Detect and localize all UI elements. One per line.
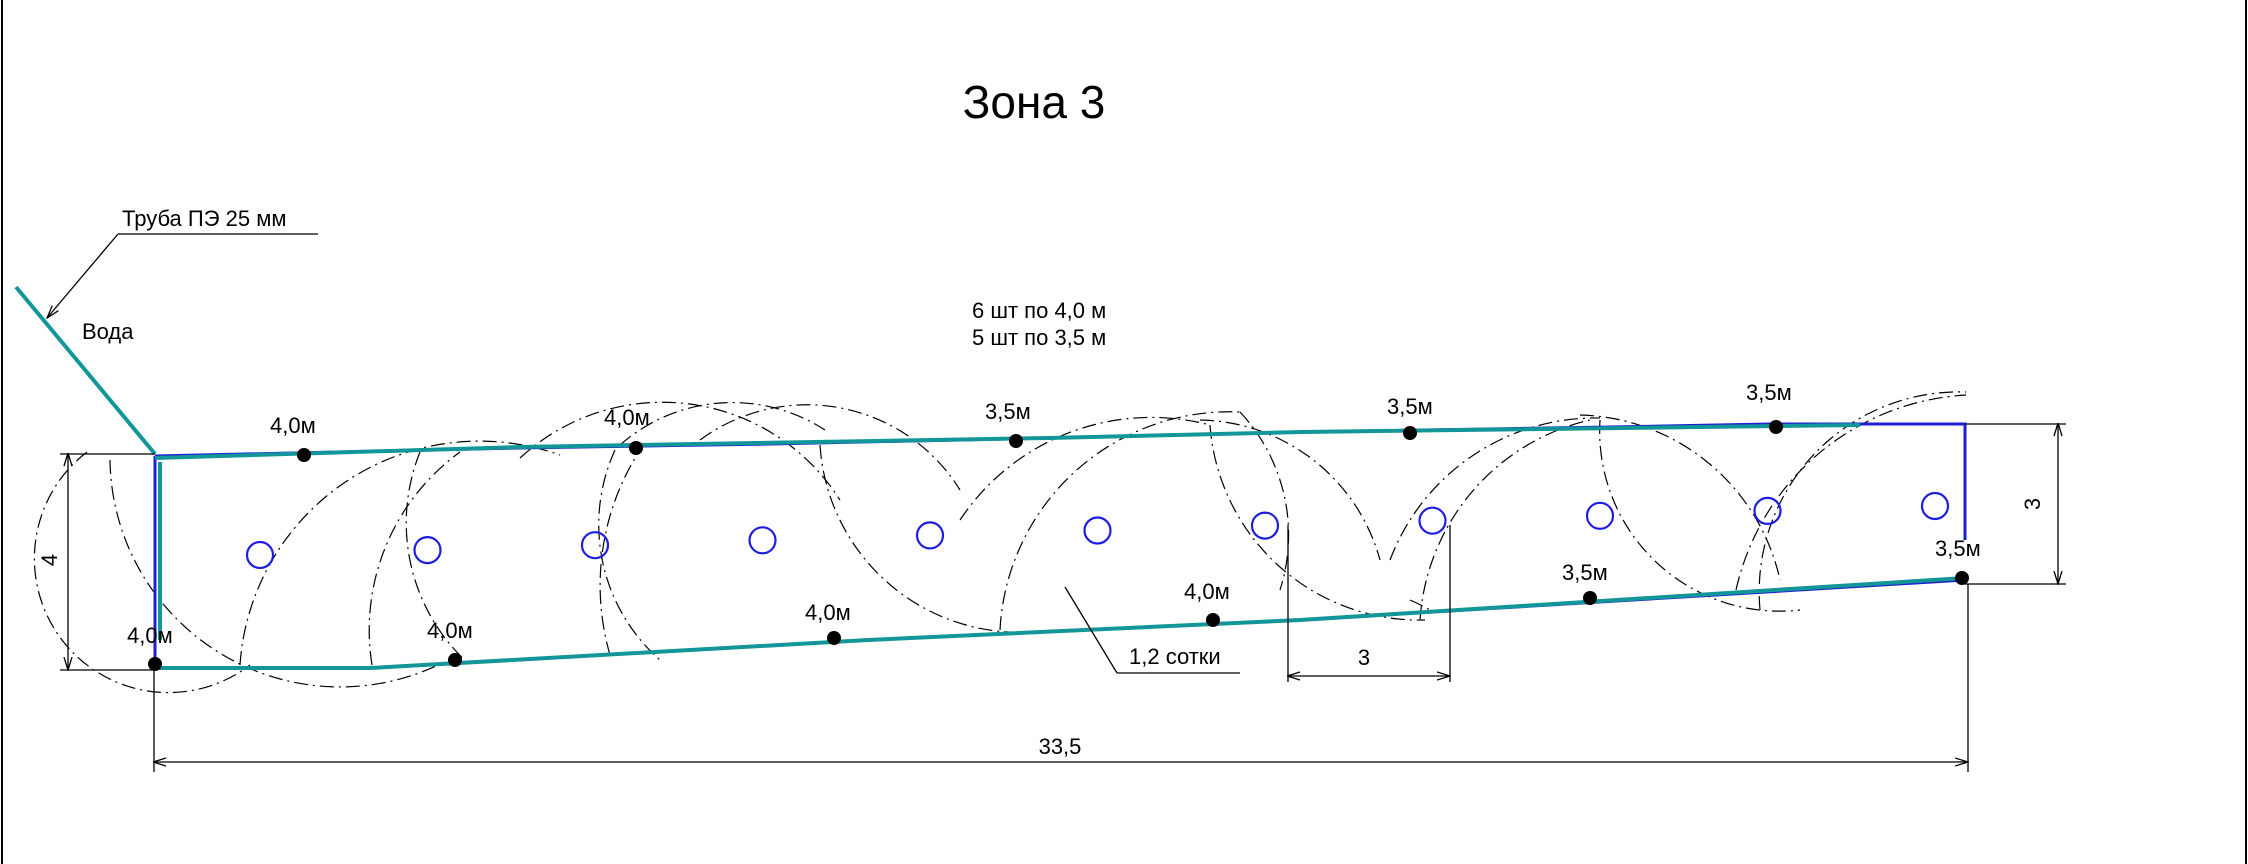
- sprinkler-label: 4,0м: [427, 618, 473, 643]
- length-label: 33,5: [1039, 734, 1082, 759]
- sprinkler-head: [1769, 420, 1783, 434]
- left-width-dimension: [60, 454, 155, 670]
- pipe-label: Труба ПЭ 25 мм: [122, 206, 286, 231]
- sprinkler-ring: [245, 540, 275, 570]
- sprinkler-label: 3,5м: [1746, 380, 1792, 405]
- coverage-arcs: [33, 391, 1967, 694]
- sprinkler-head: [1009, 434, 1023, 448]
- sprinkler-head: [1955, 571, 1969, 585]
- sprinkler-ring: [1585, 501, 1615, 530]
- right-width-dimension: [1965, 424, 2066, 584]
- sprinkler-heads: [148, 420, 1969, 671]
- water-label: Вода: [82, 319, 134, 344]
- sprinkler-ring: [413, 535, 442, 565]
- zone-title: Зона 3: [963, 76, 1106, 128]
- sprinkler-label: 3,5м: [1562, 560, 1608, 585]
- ring-spacing-dimension: [1288, 525, 1450, 682]
- ring-spacing-label: 3: [1358, 645, 1370, 670]
- sprinkler-ring-group: [245, 491, 1950, 570]
- sprinkler-head: [629, 441, 643, 455]
- sprinkler-head: [448, 653, 462, 667]
- area-leader: [1064, 586, 1240, 674]
- sprinkler-head: [297, 448, 311, 462]
- pipe-leader: [47, 233, 318, 318]
- sprinkler-label: 3,5м: [985, 399, 1031, 424]
- sprinkler-label: 3,5м: [1935, 536, 1981, 561]
- sprinkler-label: 4,0м: [805, 600, 851, 625]
- sprinkler-ring: [748, 526, 777, 555]
- sprinkler-ring: [1418, 506, 1447, 535]
- sprinkler-ring: [1753, 496, 1782, 525]
- length-dimension: [154, 584, 1968, 772]
- summary-line-1: 6 шт по 4,0 м: [972, 298, 1106, 323]
- sprinkler-labels-top: 4,0м 4,0м 3,5м 3,5м 3,5м: [270, 380, 1792, 438]
- sprinkler-label: 4,0м: [127, 623, 173, 648]
- sprinkler-head: [1206, 613, 1220, 627]
- sprinkler-ring: [580, 531, 610, 560]
- area-label: 1,2 сотки: [1129, 644, 1221, 669]
- sprinkler-ring: [1250, 511, 1280, 540]
- sprinkler-label: 4,0м: [1184, 579, 1230, 604]
- sprinkler-ring: [1920, 491, 1950, 521]
- sprinkler-ring: [1083, 516, 1112, 545]
- sprinkler-head: [827, 631, 841, 645]
- sprinkler-label: 3,5м: [1387, 394, 1433, 419]
- sprinkler-head: [1583, 591, 1597, 605]
- sprinkler-label: 4,0м: [604, 405, 650, 430]
- sprinkler-label: 4,0м: [270, 413, 316, 438]
- right-width-label: 3: [2020, 498, 2045, 510]
- sprinkler-labels-bottom: 4,0м 4,0м 4,0м 4,0м 3,5м 3,5м: [127, 536, 1981, 648]
- sprinkler-head: [1403, 426, 1417, 440]
- summary-line-2: 5 шт по 3,5 м: [972, 325, 1106, 350]
- sprinkler-ring: [915, 521, 945, 550]
- pipe-network: [14, 285, 1967, 670]
- sprinkler-head: [148, 657, 162, 671]
- left-width-label: 4: [37, 554, 62, 566]
